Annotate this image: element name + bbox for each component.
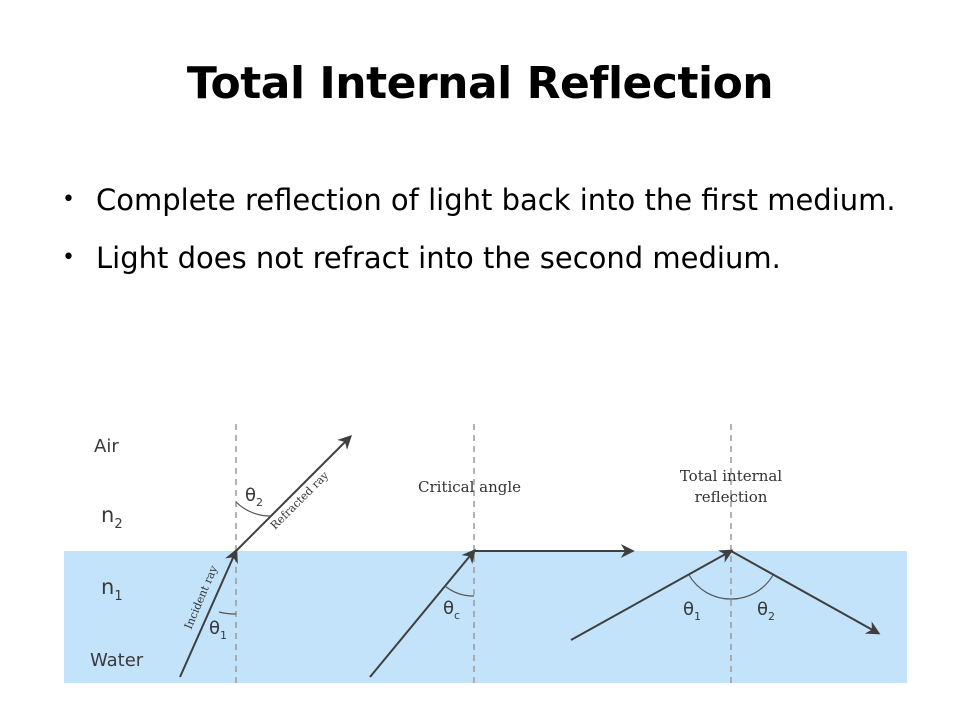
thetac-arc	[444, 585, 475, 597]
water-region	[64, 551, 907, 683]
bullet-list: • Complete reflection of light back into …	[62, 178, 912, 294]
air-label: Air	[94, 436, 119, 457]
refracted-ray-label: Refracted ray	[268, 468, 332, 532]
slide-title: Total Internal Reflection	[186, 58, 774, 109]
bullet-item: • Light does not refract into the second …	[62, 236, 912, 280]
refraction-diagram: Air n2 n1 Water θ2 Refracted ray Inciden…	[64, 424, 907, 683]
theta2-label-3: θ2	[757, 599, 775, 623]
bullet-item: • Complete reflection of light back into …	[62, 178, 912, 222]
theta2-arc-1	[235, 501, 272, 517]
theta1-arc-1	[218, 611, 237, 615]
incident-ray-3	[570, 549, 734, 641]
bullet-text: Complete reflection of light back into t…	[96, 183, 896, 217]
thetac-label: θc	[443, 598, 460, 622]
critical-angle-label: Critical angle	[418, 478, 521, 496]
reflection-label: reflection	[695, 488, 768, 506]
reflected-ray	[730, 550, 881, 635]
bullet-text: Light does not refract into the second m…	[96, 241, 781, 275]
theta1-label-1: θ1	[209, 618, 227, 642]
theta1-label-3: θ1	[683, 599, 701, 623]
theta2-arc-3	[730, 574, 774, 600]
theta1-arc-3	[688, 574, 732, 600]
incident-ray-1	[179, 548, 238, 678]
n1-label: n1	[101, 575, 123, 604]
refracted-ray	[235, 435, 352, 552]
theta2-label-1: θ2	[245, 485, 263, 509]
total-internal-label: Total internal	[680, 467, 783, 485]
incident-ray-2	[369, 548, 476, 678]
bullet-icon: •	[62, 187, 75, 212]
water-label: Water	[90, 650, 144, 671]
n2-label: n2	[101, 503, 123, 532]
bullet-icon: •	[62, 245, 75, 270]
